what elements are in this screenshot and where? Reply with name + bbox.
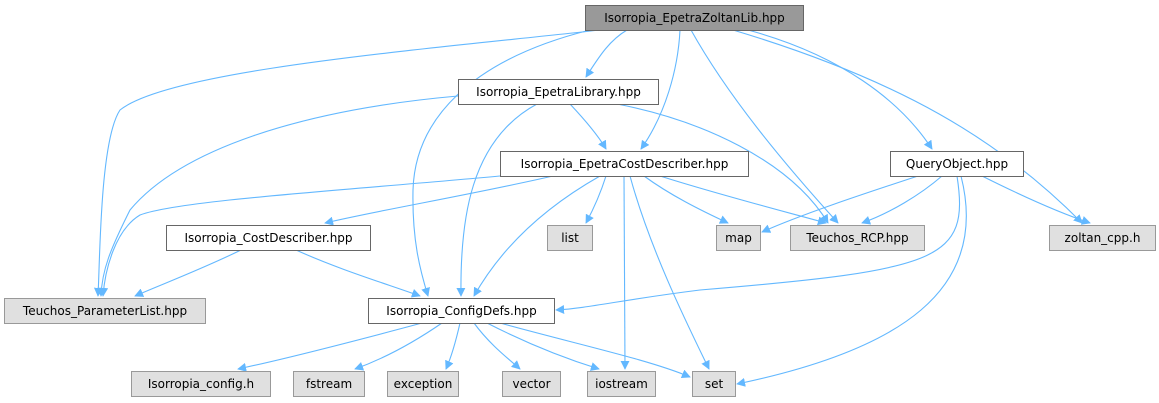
edge-queryobj-to-zoltan (981, 175, 1091, 225)
node-box (458, 79, 659, 105)
edge-root-to-epetralib (585, 29, 628, 78)
node-label: set (705, 377, 724, 391)
edge-epetracost-to-paramlist (99, 175, 501, 297)
edge-epetracost-to-configdefs (473, 175, 601, 297)
edge-queryobj-to-configdefs (555, 175, 961, 315)
node-configh: Isorropia_config.h (131, 371, 271, 397)
node-box (131, 371, 271, 397)
edge-queryobj-to-rcp (861, 175, 943, 225)
node-fstream: fstream (293, 371, 365, 397)
node-epetracost[interactable]: Isorropia_EpetraCostDescriber.hpp (500, 151, 749, 177)
node-label: map (725, 231, 752, 245)
node-label: vector (512, 377, 550, 391)
edges-layer (93, 29, 1091, 387)
edge-epetracost-to-costdesc (324, 175, 554, 226)
node-label: zoltan_cpp.h (1065, 231, 1141, 245)
node-box (500, 151, 749, 177)
node-box (387, 371, 459, 397)
node-box (692, 371, 736, 397)
edge-epetracost-to-set (629, 175, 710, 370)
node-label: Isorropia_EpetraCostDescriber.hpp (521, 157, 729, 171)
node-label: Isorropia_EpetraZoltanLib.hpp (604, 11, 785, 25)
node-queryobj[interactable]: QueryObject.hpp (890, 151, 1024, 177)
node-map: map (716, 225, 761, 251)
edge-epetracost-to-iostream (620, 175, 630, 370)
edge-queryobj-to-set (736, 175, 967, 387)
node-label: Isorropia_ConfigDefs.hpp (386, 304, 536, 318)
node-box (587, 371, 656, 397)
edge-root-to-rcp (690, 29, 839, 224)
edge-configdefs-to-set (499, 322, 691, 378)
edge-configdefs-to-iostream (486, 322, 600, 371)
node-label: exception (394, 377, 453, 391)
edge-root-to-configdefs (412, 29, 591, 297)
edge-epetralib-to-paramlist (96, 95, 459, 297)
node-rcp: Teuchos_RCP.hpp (790, 225, 925, 251)
edge-epetralib-to-configdefs (456, 103, 538, 297)
edge-costdesc-to-configdefs (295, 249, 421, 298)
node-box (716, 225, 761, 251)
edge-configdefs-to-fstream (354, 322, 443, 371)
node-box (368, 298, 555, 324)
node-label: Isorropia_EpetraLibrary.hpp (476, 85, 641, 99)
edge-epetracost-to-list (585, 175, 607, 224)
edge-costdesc-to-paramlist (134, 249, 242, 297)
node-paramlist: Teuchos_ParameterList.hpp (4, 298, 206, 324)
node-box (585, 5, 804, 31)
node-label: Teuchos_ParameterList.hpp (22, 304, 187, 318)
edge-epetracost-to-map (643, 175, 729, 224)
node-set: set (692, 371, 736, 397)
edge-root-to-paramlist (93, 29, 601, 297)
node-configdefs[interactable]: Isorropia_ConfigDefs.hpp (368, 298, 555, 324)
node-box (293, 371, 365, 397)
node-exception: exception (387, 371, 459, 397)
node-label: Teuchos_RCP.hpp (805, 231, 908, 245)
node-vector: vector (502, 371, 561, 397)
node-label: list (561, 231, 579, 245)
node-box (790, 225, 925, 251)
edge-configdefs-to-vector (473, 322, 521, 370)
node-costdesc[interactable]: Isorropia_CostDescriber.hpp (166, 225, 371, 251)
node-label: iostream (595, 377, 648, 391)
node-box (166, 225, 371, 251)
edge-epetracost-to-rcp (659, 175, 827, 226)
edge-queryobj-to-map (761, 175, 919, 233)
node-box (547, 225, 593, 251)
edge-root-to-queryobj (747, 29, 933, 150)
nodes-layer: Isorropia_EpetraZoltanLib.hppIsorropia_E… (4, 5, 1156, 397)
node-iostream: iostream (587, 371, 656, 397)
node-label: QueryObject.hpp (906, 157, 1008, 171)
node-label: Isorropia_config.h (148, 377, 254, 391)
node-label: Isorropia_CostDescriber.hpp (184, 231, 352, 245)
node-list: list (547, 225, 593, 251)
edge-configdefs-to-exception (445, 322, 461, 370)
node-box (1049, 225, 1156, 251)
node-epetralib[interactable]: Isorropia_EpetraLibrary.hpp (458, 79, 659, 105)
node-root[interactable]: Isorropia_EpetraZoltanLib.hpp (585, 5, 804, 31)
node-label: fstream (306, 377, 352, 391)
edge-epetralib-to-rcp (616, 103, 829, 224)
node-box (4, 298, 206, 324)
node-box (890, 151, 1024, 177)
node-zoltan: zoltan_cpp.h (1049, 225, 1156, 251)
edge-configdefs-to-configh (237, 322, 423, 372)
edge-epetralib-to-epetracost (569, 103, 607, 150)
edge-root-to-zoltan (732, 29, 1083, 224)
node-box (502, 371, 561, 397)
edge-root-to-epetracost (640, 29, 681, 150)
